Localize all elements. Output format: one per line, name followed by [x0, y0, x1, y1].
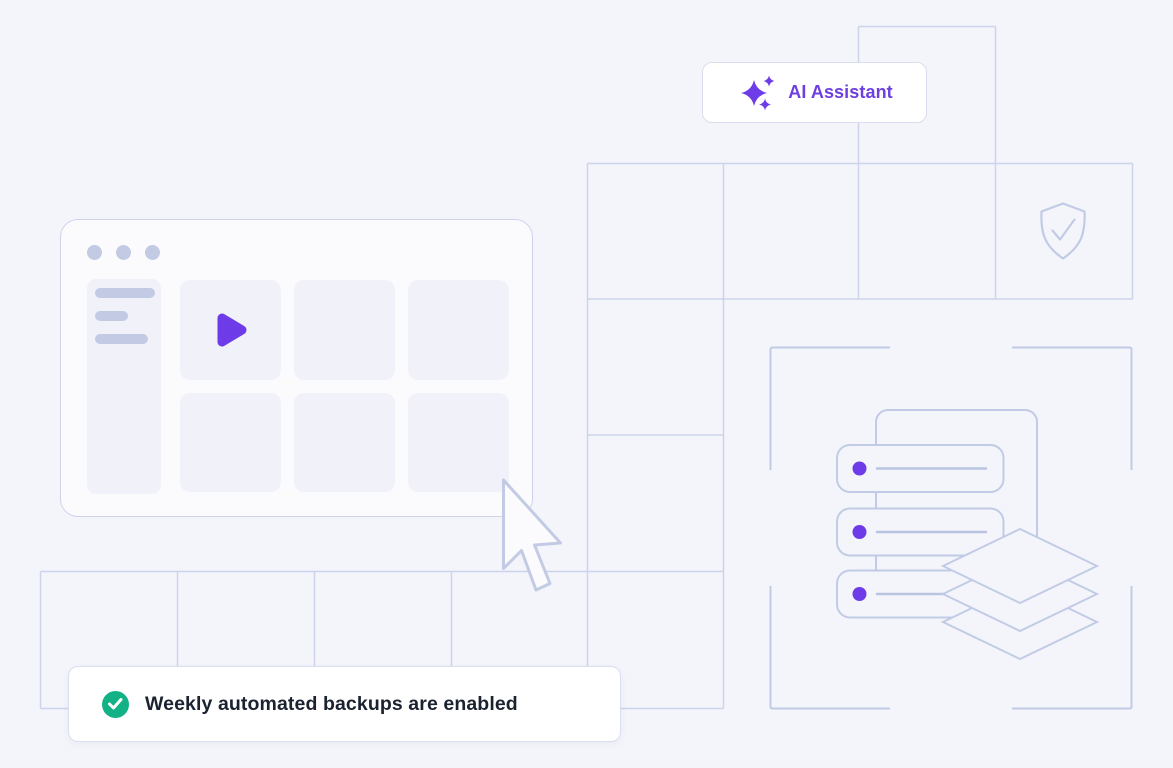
- browser-window-illustration: [60, 219, 533, 517]
- stacked-layers-icon: [940, 527, 1100, 661]
- content-tile: [294, 280, 395, 380]
- content-tile: [408, 280, 509, 380]
- server-row: [836, 507, 1005, 557]
- window-control-dot: [87, 245, 102, 260]
- ai-assistant-badge[interactable]: AI Assistant: [702, 62, 927, 123]
- server-status-dot: [852, 525, 867, 539]
- window-control-dot: [145, 245, 160, 260]
- notification-text: Weekly automated backups are enabled: [145, 692, 518, 715]
- server-list-icon: [836, 409, 1038, 619]
- content-tile: [180, 393, 281, 492]
- content-tile: [294, 393, 395, 492]
- frame-brackets: [769, 346, 1133, 710]
- backup-notification: Weekly automated backups are enabled: [68, 666, 621, 742]
- sidebar-nav-line: [95, 334, 148, 344]
- play-button[interactable]: [208, 308, 252, 352]
- window-dots-icon: [87, 245, 160, 260]
- shield-check-icon: [1040, 202, 1086, 260]
- check-icon: [108, 698, 123, 710]
- sidebar-nav-line: [95, 311, 128, 321]
- server-status-dot: [852, 461, 867, 476]
- ai-assistant-label: AI Assistant: [788, 82, 893, 102]
- content-tile: [408, 393, 509, 492]
- window-sidebar: [87, 279, 161, 494]
- check-circle-icon: [102, 690, 129, 718]
- window-control-dot: [116, 245, 131, 260]
- play-icon: [217, 313, 247, 347]
- sparkles-icon: [741, 75, 775, 110]
- server-status-dot: [852, 587, 867, 601]
- sidebar-nav-line: [95, 288, 155, 298]
- server-row: [836, 444, 1005, 493]
